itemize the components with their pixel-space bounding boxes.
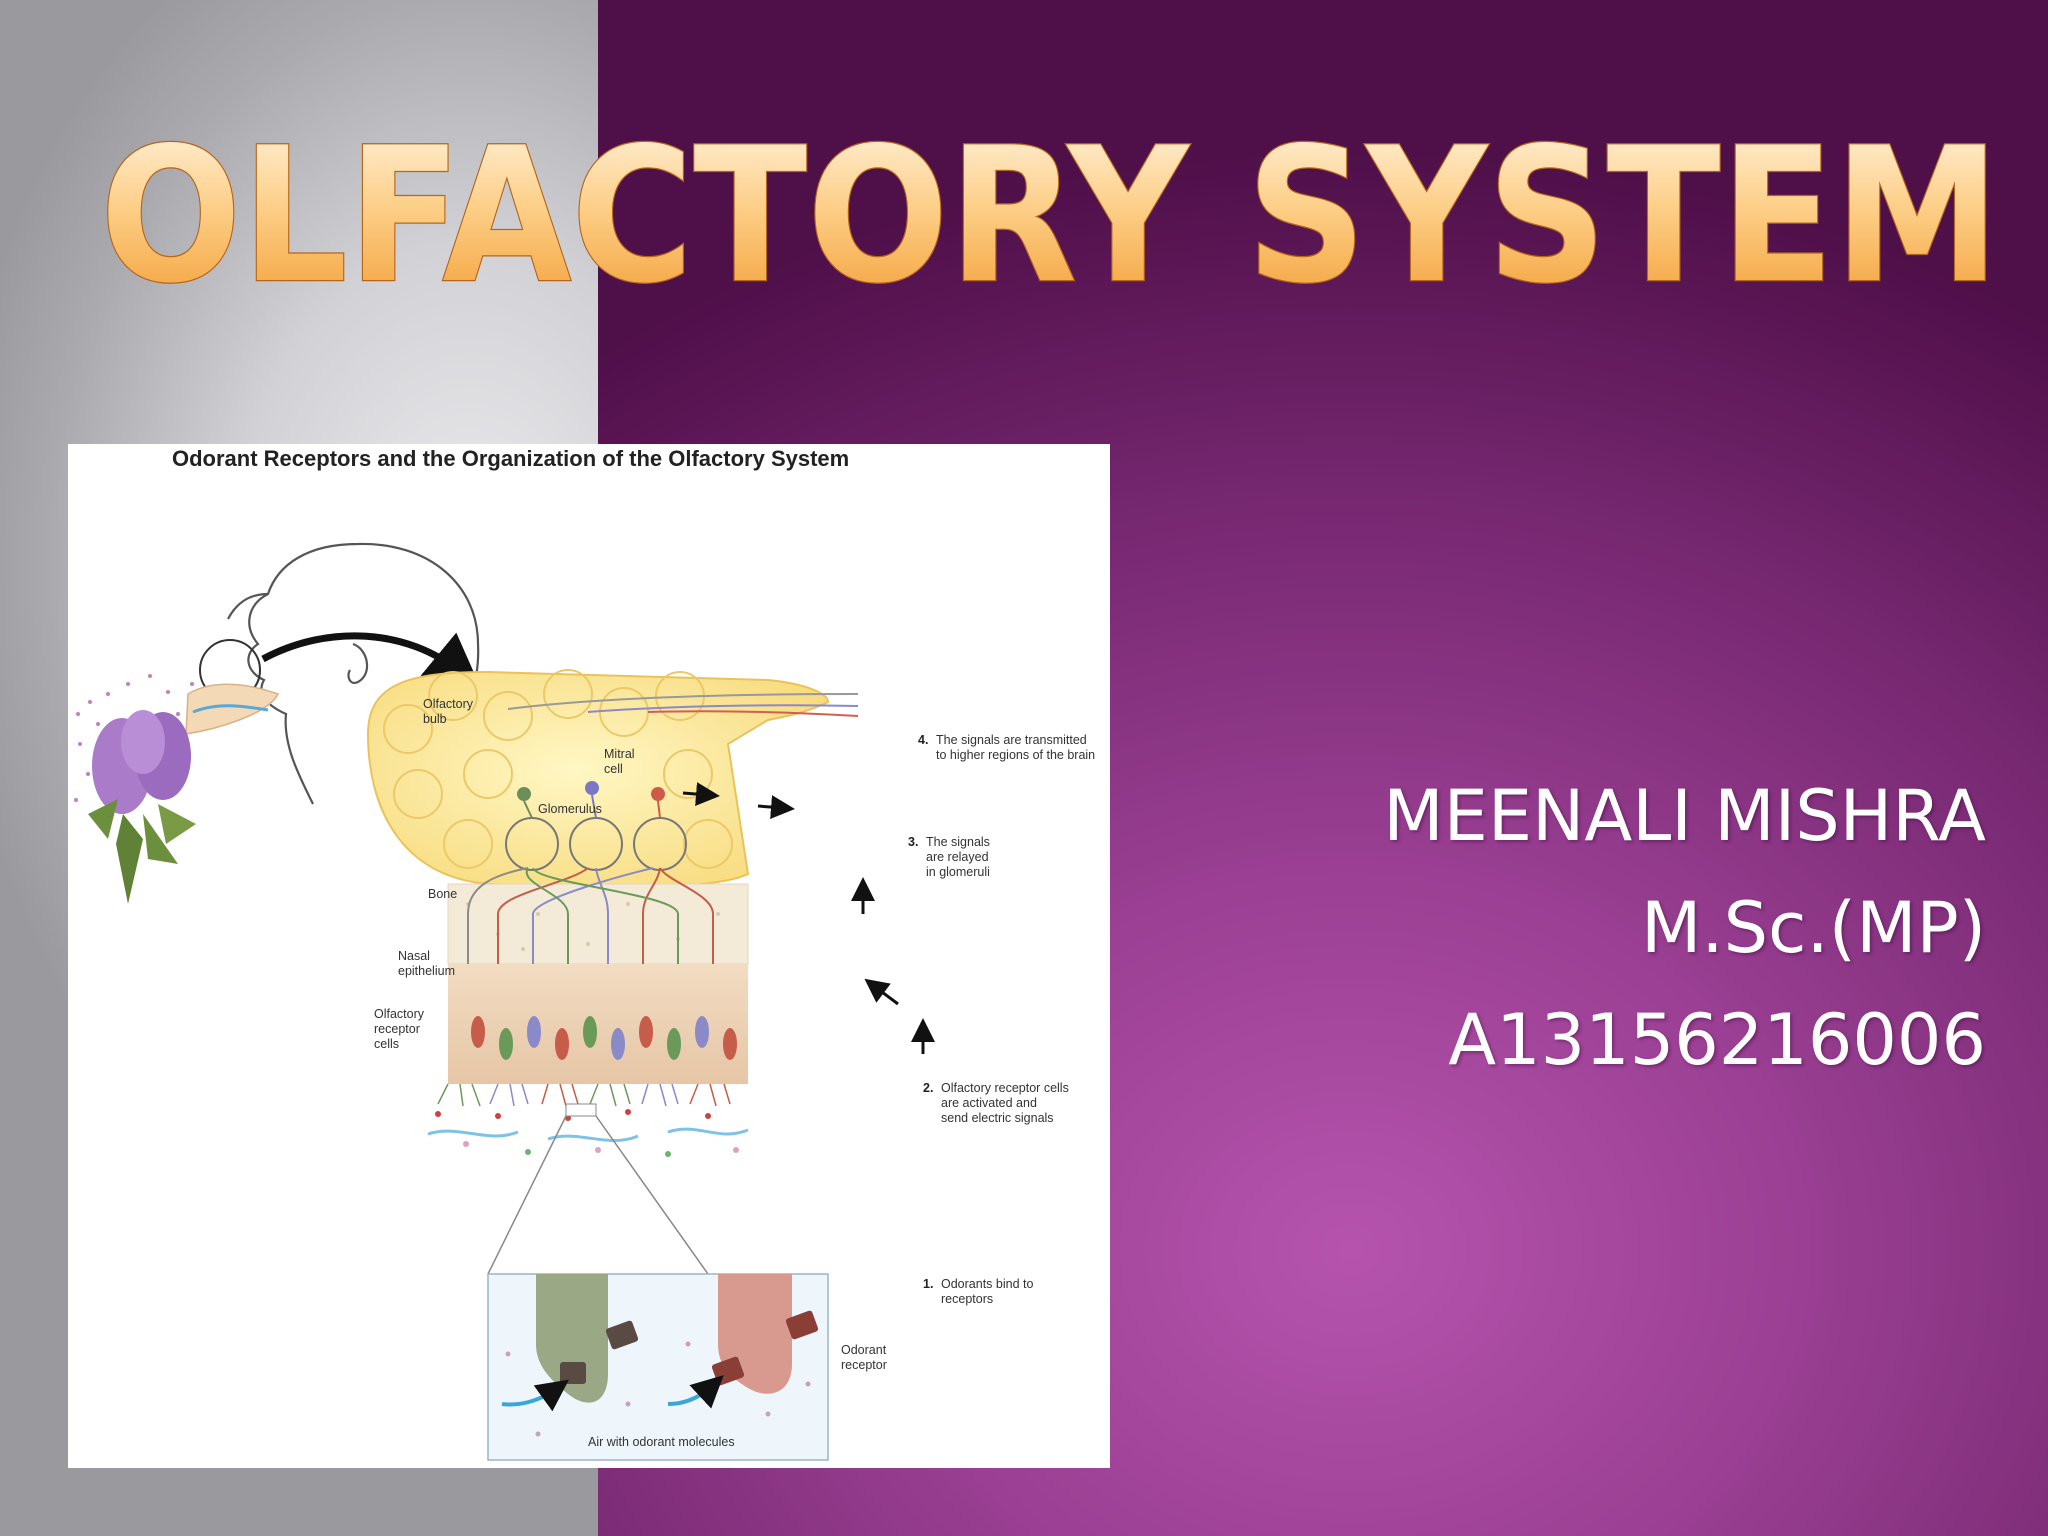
step-1: 1. Odorants bind to receptors — [923, 1277, 1033, 1306]
label-odorant-receptor-2: receptor — [841, 1358, 887, 1372]
slide-title: OLFACTORY SYSTEM — [99, 106, 2000, 310]
bone-layer — [447, 883, 749, 965]
zoom-arrow — [261, 632, 482, 690]
step-4-line-1: The signals are transmitted — [936, 733, 1087, 747]
author-name: MEENALI MISHRA — [1383, 775, 1986, 857]
label-receptor-cells-1: Olfactory — [374, 1007, 425, 1021]
olfactory-diagram-svg: Odorant Receptors and the Organization o… — [74, 446, 1095, 1461]
step-1-line-2: receptors — [941, 1292, 993, 1306]
diagram-title: Odorant Receptors and the Organization o… — [172, 446, 849, 471]
step-2-line-1: Olfactory receptor cells — [941, 1081, 1069, 1095]
author-enrollment: A13156216006 — [1448, 999, 1986, 1081]
label-olfactory-bulb-1: Olfactory — [423, 697, 474, 711]
label-air-with-odorant: Air with odorant molecules — [588, 1435, 735, 1449]
airflow — [427, 1127, 749, 1143]
green-cell — [536, 1274, 608, 1403]
label-olfactory-bulb-2: bulb — [423, 712, 447, 726]
receptor-cells — [471, 1016, 737, 1060]
label-odorant-receptor-1: Odorant — [841, 1343, 887, 1357]
step-4-line-2: to higher regions of the brain — [936, 748, 1095, 762]
label-nasal-epithelium-2: epithelium — [398, 964, 455, 978]
step-1-line-1: Odorants bind to — [941, 1277, 1033, 1291]
step-2-line-3: send electric signals — [941, 1111, 1054, 1125]
cilia — [437, 1083, 731, 1107]
label-mitral-cell-2: cell — [604, 762, 623, 776]
step-4: 4. The signals are transmitted to higher… — [918, 733, 1095, 762]
label-bone: Bone — [428, 887, 457, 901]
label-receptor-cells-3: cells — [374, 1037, 399, 1051]
nasal-cavity — [185, 683, 280, 735]
label-receptor-cells-2: receptor — [374, 1022, 420, 1036]
output-tracts — [507, 693, 859, 717]
odorant-dots-left — [74, 674, 194, 802]
step-2-line-2: are activated and — [941, 1096, 1037, 1110]
step-3-line-3: in glomeruli — [926, 865, 990, 879]
slide-title-text: OLFACTORY SYSTEM — [100, 107, 2000, 310]
step-2: 2. Olfactory receptor cells are activate… — [923, 1081, 1069, 1125]
author-degree: M.Sc.(MP) — [1640, 887, 1986, 969]
lilac-flower — [88, 710, 196, 904]
step-3-line-2: are relayed — [926, 850, 989, 864]
label-glomerulus: Glomerulus — [538, 802, 602, 816]
author-block: MEENALI MISHRA M.Sc.(MP) A13156216006 — [1383, 760, 1986, 1096]
step-3-line-1: The signals — [926, 835, 990, 849]
label-nasal-epithelium-1: Nasal — [398, 949, 430, 963]
step-2-number: 2. — [923, 1081, 933, 1095]
axon-bundle — [467, 867, 714, 1084]
step-4-number: 4. — [918, 733, 928, 747]
step-3-number: 3. — [908, 835, 918, 849]
olfactory-diagram: Odorant Receptors and the Organization o… — [68, 444, 1110, 1468]
step-3: 3. The signals are relayed in glomeruli — [908, 835, 990, 879]
step-1-number: 1. — [923, 1277, 933, 1291]
label-mitral-cell-1: Mitral — [604, 747, 635, 761]
